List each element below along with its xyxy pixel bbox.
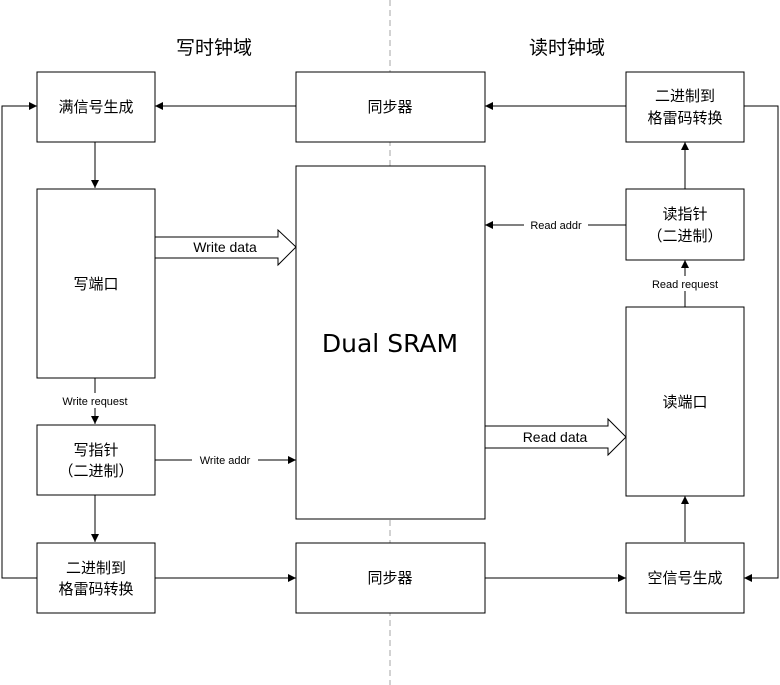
write-port-box: 写端口 (36, 188, 156, 379)
write-port-label: 写端口 (73, 275, 118, 293)
loop-write-gray-to-full (1, 102, 37, 579)
read-bin2gray-line2: 格雷码转换 (647, 109, 722, 127)
loop-read-gray-to-empty (744, 105, 779, 582)
write-pointer-line2: （二进制） (58, 462, 133, 480)
write-bin2gray-line2: 格雷码转换 (58, 580, 133, 598)
dual-sram-label: Dual SRAM (322, 329, 458, 358)
read-pointer-box: 读指针 （二进制） (625, 188, 745, 261)
read-port-box: 读端口 (625, 306, 745, 497)
read-domain-title: 读时钟域 (529, 37, 605, 59)
full-signal-label: 满信号生成 (58, 98, 133, 116)
write-data-arrow (154, 228, 297, 267)
write-domain-title: 写时钟域 (176, 37, 252, 59)
write-data-label: Write data (193, 239, 257, 255)
dual-sram-box: Dual SRAM (295, 165, 486, 520)
sync-bottom-box: 同步器 (295, 542, 486, 614)
empty-signal-label: 空信号生成 (647, 569, 722, 587)
write-bin2gray-line1: 二进制到 (66, 559, 126, 577)
read-bin2gray-line1: 二进制到 (655, 87, 715, 105)
read-bin2gray-box: 二进制到 格雷码转换 (625, 71, 745, 143)
read-pointer-line1: 读指针 (662, 205, 707, 223)
read-pointer-line2: （二进制） (647, 227, 722, 245)
write-addr-label: Write addr (200, 455, 251, 467)
read-data-label: Read data (523, 429, 588, 445)
write-pointer-box: 写指针 （二进制） (36, 424, 156, 496)
empty-signal-box: 空信号生成 (625, 542, 745, 614)
write-request-label: Write request (62, 396, 127, 408)
sync-top-box: 同步器 (295, 71, 486, 143)
full-signal-box: 满信号生成 (36, 71, 156, 143)
read-port-label: 读端口 (662, 393, 707, 411)
write-pointer-line1: 写指针 (73, 441, 118, 459)
read-request-label: Read request (652, 279, 718, 291)
read-addr-label: Read addr (530, 220, 582, 232)
read-data-arrow (484, 417, 627, 457)
write-bin2gray-box: 二进制到 格雷码转换 (36, 542, 156, 614)
sync-bottom-label: 同步器 (367, 569, 412, 587)
sync-top-label: 同步器 (367, 98, 412, 116)
